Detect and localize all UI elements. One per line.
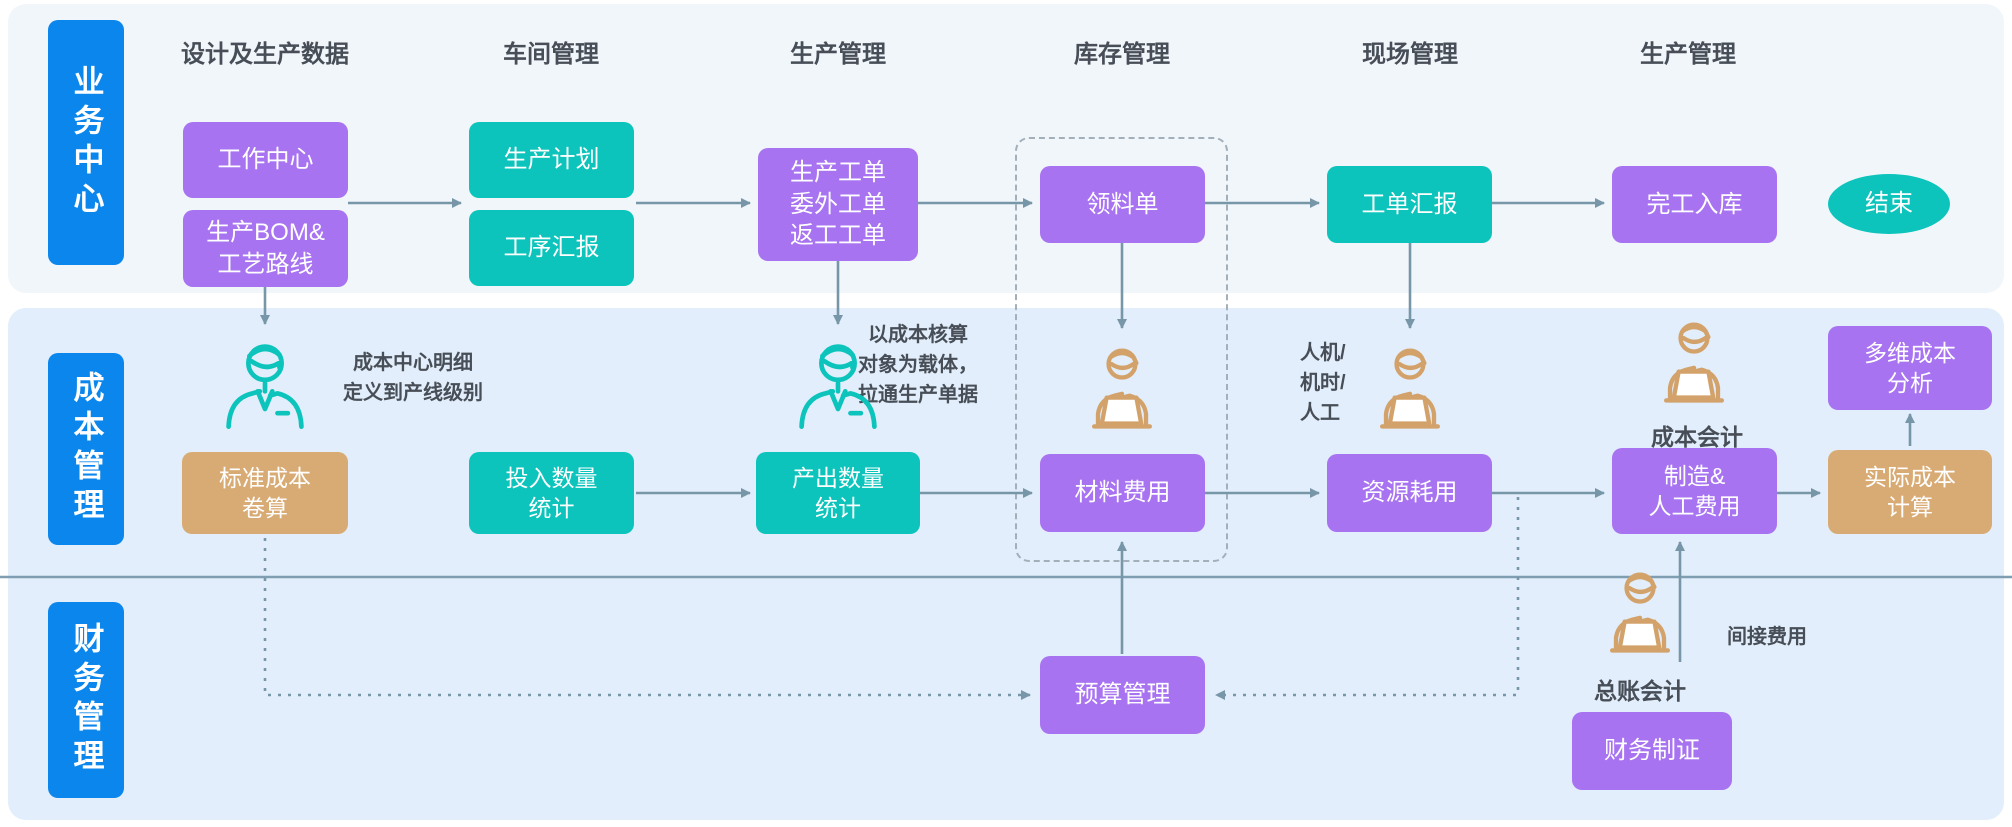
node-bom-route: 生产BOM& 工艺路线	[183, 210, 348, 287]
node-financial-voucher: 财务制证	[1572, 712, 1732, 790]
node-input-quantity: 投入数量 统计	[469, 452, 634, 534]
cost-accountant-icon	[1646, 314, 1742, 412]
node-actual-cost-calc: 实际成本 计算	[1828, 450, 1992, 534]
annotation-cost-object: 以成本核算 对象为载体， 拉通生产单据	[858, 324, 978, 406]
node-work-center: 工作中心	[183, 122, 348, 198]
column-header-workshop: 车间管理	[503, 41, 599, 68]
laptop-worker-icon	[1362, 340, 1458, 438]
gl-accountant-label: 总账会计	[1594, 678, 1686, 704]
node-multidim-cost-analysis: 多维成本 分析	[1828, 326, 1992, 410]
node-mfg-labor-cost: 制造& 人工费用	[1612, 448, 1777, 534]
column-header-site: 现场管理	[1362, 41, 1458, 68]
laptop-worker-icon	[1074, 340, 1170, 438]
column-header-design-data: 设计及生产数据	[181, 41, 349, 68]
node-standard-cost-rollup: 标准成本 卷算	[182, 452, 348, 534]
lane-label-cost: 成本管理	[48, 353, 124, 545]
node-output-quantity: 产出数量 统计	[756, 452, 920, 534]
annotation-cost-center-detail: 成本中心明细 定义到产线级别	[343, 352, 483, 404]
cost-engineer-icon	[786, 326, 890, 440]
cost-engineer-icon	[213, 326, 317, 440]
column-header-production: 生产管理	[790, 41, 886, 68]
node-material-cost: 材料费用	[1040, 454, 1205, 532]
lane-label-finance: 财务管理	[48, 602, 124, 798]
node-finished-goods-in: 完工入库	[1612, 166, 1777, 243]
node-orders: 生产工单 委外工单 返工工单	[758, 148, 918, 261]
node-resource-consumption: 资源耗用	[1327, 454, 1492, 532]
gl-accountant-icon	[1592, 564, 1688, 662]
lane-label-business: 业务中心	[48, 20, 124, 265]
node-production-plan: 生产计划	[469, 122, 634, 198]
column-header-production-2: 生产管理	[1640, 41, 1736, 68]
cost-accountant-label: 成本会计	[1651, 424, 1743, 450]
node-budget-management: 预算管理	[1040, 656, 1205, 734]
node-end: 结束	[1828, 174, 1950, 234]
annotation-indirect-cost: 间接费用	[1727, 626, 1807, 648]
node-material-requisition: 领料单	[1040, 166, 1205, 243]
node-process-report: 工序汇报	[469, 210, 634, 286]
column-header-inventory: 库存管理	[1074, 41, 1170, 68]
annotation-man-machine-labor: 人机/ 机时/ 人工	[1300, 342, 1346, 424]
node-work-order-report: 工单汇报	[1327, 166, 1492, 243]
